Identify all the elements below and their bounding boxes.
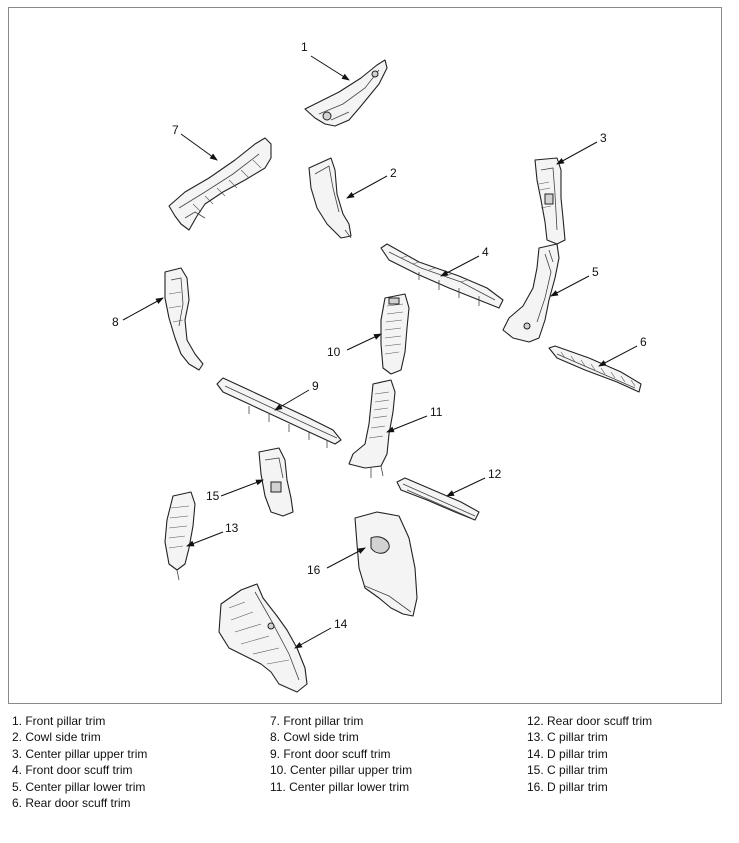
legend-column-3: 12. Rear door scuff trim 13. C pillar tr… xyxy=(527,713,652,795)
leader-7 xyxy=(180,133,218,161)
part-11-center-pillar-lower-trim xyxy=(348,379,396,478)
parts-legend: 1. Front pillar trim 2. Cowl side trim 3… xyxy=(12,713,727,833)
callout-13: 13 xyxy=(225,521,239,535)
legend-column-2: 7. Front pillar trim 8. Cowl side trim 9… xyxy=(270,713,412,795)
legend-item: 12. Rear door scuff trim xyxy=(527,714,653,728)
legend-column-1: 1. Front pillar trim 2. Cowl side trim 3… xyxy=(12,713,147,811)
part-3-center-pillar-upper-trim xyxy=(534,157,566,245)
leader-10 xyxy=(346,333,382,351)
legend-item: 7. Front pillar trim xyxy=(270,714,364,728)
leader-1 xyxy=(310,55,350,81)
callout-5: 5 xyxy=(592,265,599,279)
callout-10: 10 xyxy=(327,345,341,359)
leader-6 xyxy=(598,345,638,367)
callout-12: 12 xyxy=(488,467,502,481)
legend-item: 16. D pillar trim xyxy=(527,779,608,794)
legend-item: 13. C pillar trim xyxy=(527,730,608,745)
callout-6: 6 xyxy=(640,335,647,349)
leader-3 xyxy=(556,141,598,165)
legend-item: 4. Front door scuff trim xyxy=(12,763,133,778)
part-9-front-door-scuff-trim xyxy=(216,377,342,448)
part-7-front-pillar-trim xyxy=(168,137,272,231)
part-1-front-pillar-trim xyxy=(304,59,388,127)
part-14-d-pillar-trim xyxy=(218,583,308,693)
callout-3: 3 xyxy=(600,131,607,145)
legend-item: 14. D pillar trim xyxy=(527,746,608,761)
leader-2 xyxy=(346,175,388,199)
leader-8 xyxy=(122,297,164,321)
leader-14 xyxy=(294,627,332,649)
legend-item: 1. Front pillar trim xyxy=(12,714,106,728)
part-10-center-pillar-upper-trim xyxy=(380,293,410,375)
exploded-trim-diagram: 1 2 3 4 5 6 7 8 9 10 11 12 13 14 15 16 xyxy=(112,40,647,693)
leader-15 xyxy=(220,479,264,497)
legend-item: 3. Center pillar upper trim xyxy=(12,746,148,761)
legend-item: 8. Cowl side trim xyxy=(270,730,359,745)
callout-16: 16 xyxy=(307,563,321,577)
callout-15: 15 xyxy=(206,489,220,503)
leader-12 xyxy=(446,477,486,497)
callout-1: 1 xyxy=(301,40,308,54)
part-13-c-pillar-trim xyxy=(164,491,196,581)
part-5-center-pillar-lower-trim xyxy=(502,243,560,343)
legend-item: 11. Center pillar lower trim xyxy=(270,779,410,794)
part-2-cowl-side-trim xyxy=(308,157,352,239)
part-6-rear-door-scuff-trim xyxy=(548,345,642,393)
diagram-frame: 1 2 3 4 5 6 7 8 9 10 11 12 13 14 15 16 xyxy=(8,7,722,704)
callout-11: 11 xyxy=(430,405,443,419)
legend-item: 9. Front door scuff trim xyxy=(270,746,391,761)
leader-4 xyxy=(440,255,480,277)
legend-item: 2. Cowl side trim xyxy=(12,730,101,745)
part-15-c-pillar-trim xyxy=(258,447,294,517)
part-8-cowl-side-trim xyxy=(164,267,204,371)
part-12-rear-door-scuff-trim xyxy=(396,477,480,521)
leader-13 xyxy=(186,531,224,547)
legend-item: 5. Center pillar lower trim xyxy=(12,779,146,794)
legend-item: 15. C pillar trim xyxy=(527,763,608,778)
legend-item: 10. Center pillar upper trim xyxy=(270,763,413,778)
callout-2: 2 xyxy=(390,166,397,180)
legend-item: 6. Rear door scuff trim xyxy=(12,796,131,811)
leader-9 xyxy=(274,389,310,411)
callout-9: 9 xyxy=(312,379,319,393)
leader-16 xyxy=(326,547,366,569)
part-16-d-pillar-trim xyxy=(354,511,418,617)
callout-7: 7 xyxy=(172,123,179,137)
leader-5 xyxy=(550,275,590,297)
callout-8: 8 xyxy=(112,315,119,329)
callout-4: 4 xyxy=(482,245,489,259)
leader-11 xyxy=(386,415,428,433)
callout-14: 14 xyxy=(334,617,348,631)
